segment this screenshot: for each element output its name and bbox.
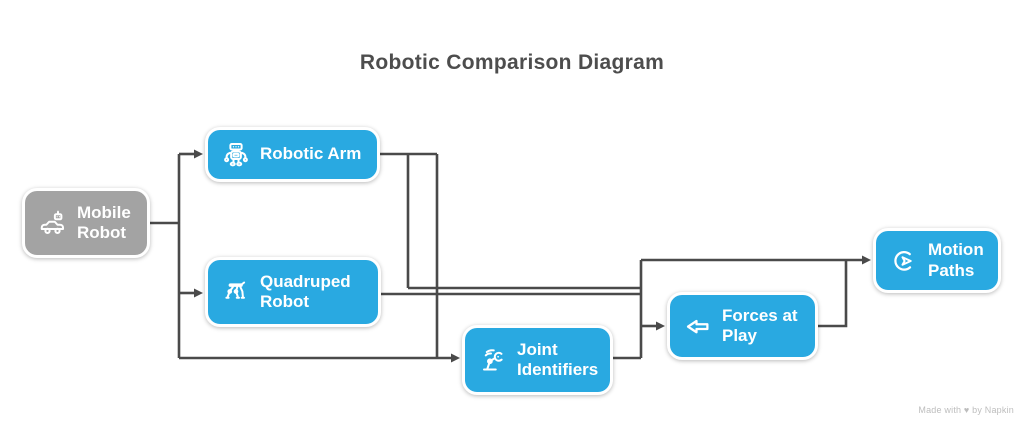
arrowhead-robotic-arm bbox=[194, 149, 203, 159]
node-label: Quadruped Robot bbox=[260, 271, 351, 311]
node-label: Robotic Arm bbox=[260, 144, 362, 164]
node-joint-identifiers: Joint Identifiers bbox=[462, 325, 613, 395]
arrowhead-motion-paths bbox=[862, 255, 871, 265]
robot-car-icon bbox=[38, 208, 68, 238]
node-label: Mobile Robot bbox=[77, 202, 131, 242]
arrowhead-forces-at-play bbox=[656, 321, 665, 331]
node-motion-paths: Motion Paths bbox=[873, 228, 1001, 293]
node-mobile-robot: Mobile Robot bbox=[22, 188, 150, 258]
quadruped-robot-icon bbox=[221, 277, 251, 307]
node-quadruped-robot: Quadruped Robot bbox=[205, 257, 381, 327]
node-forces-at-play: Forces at Play bbox=[667, 292, 818, 360]
edge-hub-trunk bbox=[613, 260, 643, 360]
node-label: Joint Identifiers bbox=[517, 339, 599, 379]
attribution-text: Made with ♥ by Napkin bbox=[918, 405, 1014, 415]
edge-forces-to-motion bbox=[818, 260, 848, 328]
arrowhead-joint-identifiers bbox=[451, 353, 460, 363]
edge-mobile-trunk bbox=[150, 154, 181, 358]
left-arrow-icon bbox=[683, 311, 713, 341]
robot-icon bbox=[221, 140, 251, 170]
arrowhead-quadruped-robot bbox=[194, 288, 203, 298]
robot-arm-clamp-icon bbox=[478, 345, 508, 375]
node-robotic-arm: Robotic Arm bbox=[205, 127, 380, 182]
node-label: Forces at Play bbox=[722, 305, 798, 345]
motion-cursor-icon bbox=[889, 246, 919, 276]
node-label: Motion Paths bbox=[928, 240, 984, 280]
edge-arm-branches bbox=[380, 152, 439, 358]
diagram-title: Robotic Comparison Diagram bbox=[359, 51, 665, 74]
